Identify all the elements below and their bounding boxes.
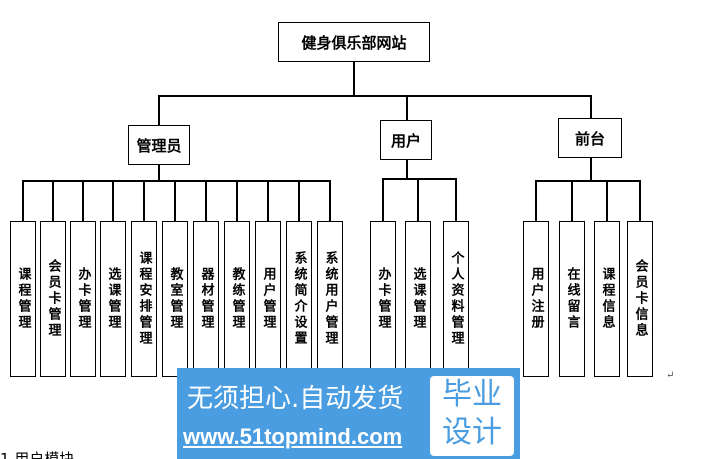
connector [267, 180, 269, 221]
connector [406, 95, 408, 120]
group-admin: 管理员 [128, 125, 190, 165]
connector [22, 180, 24, 221]
watermark-url[interactable]: www.51topmind.com [183, 424, 403, 449]
connector [22, 180, 331, 182]
connector [590, 95, 592, 118]
connector [417, 178, 419, 221]
group-user: 用户 [380, 120, 432, 160]
leaf-node: 教练管理 [224, 221, 250, 377]
connector [52, 180, 54, 221]
root-node: 健身俱乐部网站 [278, 22, 430, 62]
connector [406, 160, 408, 178]
connector [298, 180, 300, 221]
watermark-banner[interactable]: 无须担心.自动发货 www.51topmind.com 毕业设计 [177, 368, 520, 459]
leaf-node: 在线留言 [559, 221, 585, 377]
connector [535, 180, 537, 221]
leaf-node: 系统用户管理 [317, 221, 343, 377]
connector [382, 178, 457, 180]
connector [143, 180, 145, 221]
leaf-node: 个人资料管理 [443, 221, 469, 377]
group-frontdesk: 前台 [558, 118, 622, 158]
connector [353, 62, 355, 96]
watermark-slogan: 无须担心.自动发货 [187, 384, 404, 414]
connector [382, 178, 384, 221]
connector [236, 180, 238, 221]
connector [606, 180, 608, 221]
watermark-badge: 毕业设计 [430, 376, 514, 456]
leaf-node: 用户管理 [255, 221, 281, 377]
connector [639, 180, 641, 221]
connector [158, 95, 160, 125]
connector [536, 180, 640, 182]
leaf-node: 办卡管理 [70, 221, 96, 377]
leaf-node: 课程安排管理 [131, 221, 157, 377]
leaf-node: 会员卡信息 [627, 221, 653, 377]
connector [174, 180, 176, 221]
connector [455, 178, 457, 221]
connector [158, 95, 591, 97]
leaf-node: 会员卡管理 [40, 221, 66, 377]
leaf-node: 选课管理 [405, 221, 431, 377]
leaf-node: 教室管理 [162, 221, 188, 377]
connector [329, 180, 331, 221]
leaf-node: 选课管理 [100, 221, 126, 377]
leaf-node: 课程信息 [594, 221, 620, 377]
connector [112, 180, 114, 221]
connector [590, 158, 592, 180]
connector [571, 180, 573, 221]
leaf-node: 器材管理 [193, 221, 219, 377]
return-mark: ↵ [666, 370, 675, 381]
connector [205, 180, 207, 221]
leaf-node: 课程管理 [10, 221, 36, 377]
connector [158, 165, 160, 180]
caption: 1 用户模块 [0, 450, 75, 459]
leaf-node: 系统简介设置 [286, 221, 312, 377]
leaf-node: 用户注册 [523, 221, 549, 377]
leaf-node: 办卡管理 [370, 221, 396, 377]
connector [82, 180, 84, 221]
